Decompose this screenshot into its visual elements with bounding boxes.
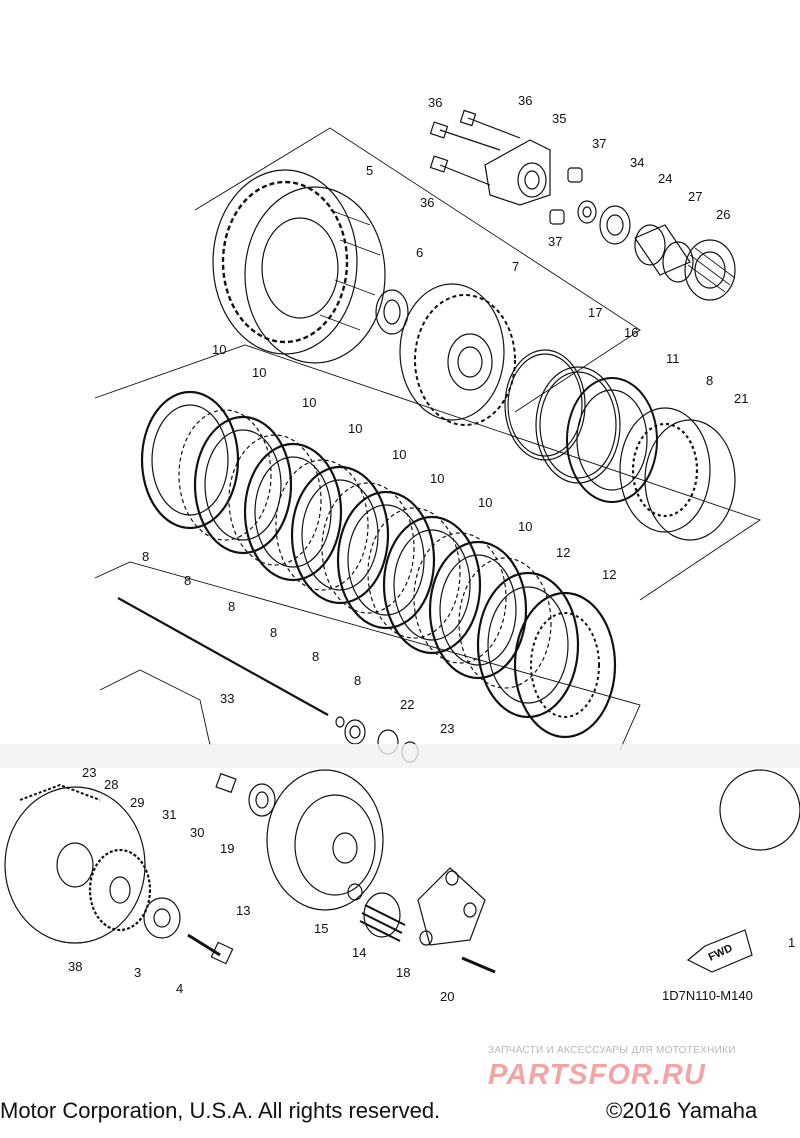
callout-11: 11	[666, 351, 680, 366]
callout-1: 1	[788, 935, 796, 950]
callout-8: 8	[706, 373, 714, 388]
lower-group-frame	[94, 561, 641, 751]
callout-34: 34	[630, 155, 645, 170]
callout-33: 33	[220, 691, 235, 706]
crankcase-outline	[99, 669, 211, 746]
callout-10: 10	[430, 471, 445, 486]
fwd-arrow-icon	[686, 929, 753, 973]
callout-23: 23	[82, 765, 97, 780]
callout-27: 27	[688, 189, 703, 204]
bolt-assembly-icon	[429, 109, 583, 225]
copyright-left: Motor Corporation, U.S.A. All rights res…	[0, 1098, 441, 1123]
diagram-code: 1D7N110-M140	[662, 988, 753, 1003]
callout-29: 29	[130, 795, 145, 810]
bearing-stack-icon	[577, 200, 736, 301]
callout-8: 8	[312, 649, 320, 664]
callout-26: 26	[716, 207, 731, 222]
callout-10: 10	[348, 421, 363, 436]
callout-13: 13	[236, 903, 251, 918]
callout-8: 8	[142, 549, 150, 564]
callout-5: 5	[366, 163, 374, 178]
clutch-plates-icon	[140, 390, 617, 739]
callout-16: 16	[624, 325, 639, 340]
callout-14: 14	[352, 945, 367, 960]
callout-35: 35	[552, 111, 567, 126]
callout-21: 21	[734, 391, 749, 406]
callout-18: 18	[396, 965, 411, 980]
callout-10: 10	[478, 495, 493, 510]
callout-8: 8	[228, 599, 236, 614]
callout-8: 8	[354, 673, 362, 688]
push-rod-icon	[117, 597, 419, 763]
watermark-logo: PARTSFOR.RU	[488, 1059, 706, 1091]
callout-10: 10	[392, 447, 407, 462]
callout-4: 4	[176, 981, 184, 996]
callout-24: 24	[658, 171, 673, 186]
callout-8: 8	[184, 573, 192, 588]
callout-31: 31	[162, 807, 177, 822]
upper-group-frame	[194, 127, 641, 413]
callout-30: 30	[190, 825, 205, 840]
callout-15: 15	[314, 921, 329, 936]
callout-22: 22	[400, 697, 415, 712]
callout-12: 12	[602, 567, 617, 582]
callout-8: 8	[270, 625, 278, 640]
collar-icon	[375, 289, 409, 335]
callout-38: 38	[68, 959, 83, 974]
callout-19: 19	[220, 841, 235, 856]
callout-10: 10	[212, 342, 227, 357]
callout-36: 36	[428, 95, 443, 110]
clutch-housing-icon	[212, 169, 386, 364]
callout-17: 17	[588, 305, 603, 320]
callout-20: 20	[440, 989, 455, 1004]
clutch-boss-icon	[399, 283, 516, 426]
callout-37: 37	[548, 234, 563, 249]
callout-3: 3	[134, 965, 142, 980]
callout-36: 36	[420, 195, 435, 210]
callout-23: 23	[440, 721, 455, 736]
callout-36: 36	[518, 93, 533, 108]
copyright-right: ©2016 Yamaha	[606, 1098, 758, 1123]
callout-10: 10	[518, 519, 533, 534]
callout-7: 7	[512, 259, 520, 274]
watermark-tagline: ЗАПЧАСТИ И АКСЕССУАРЫ ДЛЯ МОТОТЕХНИКИ	[488, 1045, 736, 1056]
callout-12: 12	[556, 545, 571, 560]
damper-rings-icon	[504, 349, 736, 541]
scan-artifact-band	[0, 744, 800, 768]
plate-group-frame	[94, 344, 762, 601]
callout-6: 6	[416, 245, 424, 260]
callout-37: 37	[592, 136, 607, 151]
lower-assembly-icon	[4, 769, 800, 974]
callout-10: 10	[252, 365, 267, 380]
callout-10: 10	[302, 395, 317, 410]
callout-28: 28	[104, 777, 119, 792]
